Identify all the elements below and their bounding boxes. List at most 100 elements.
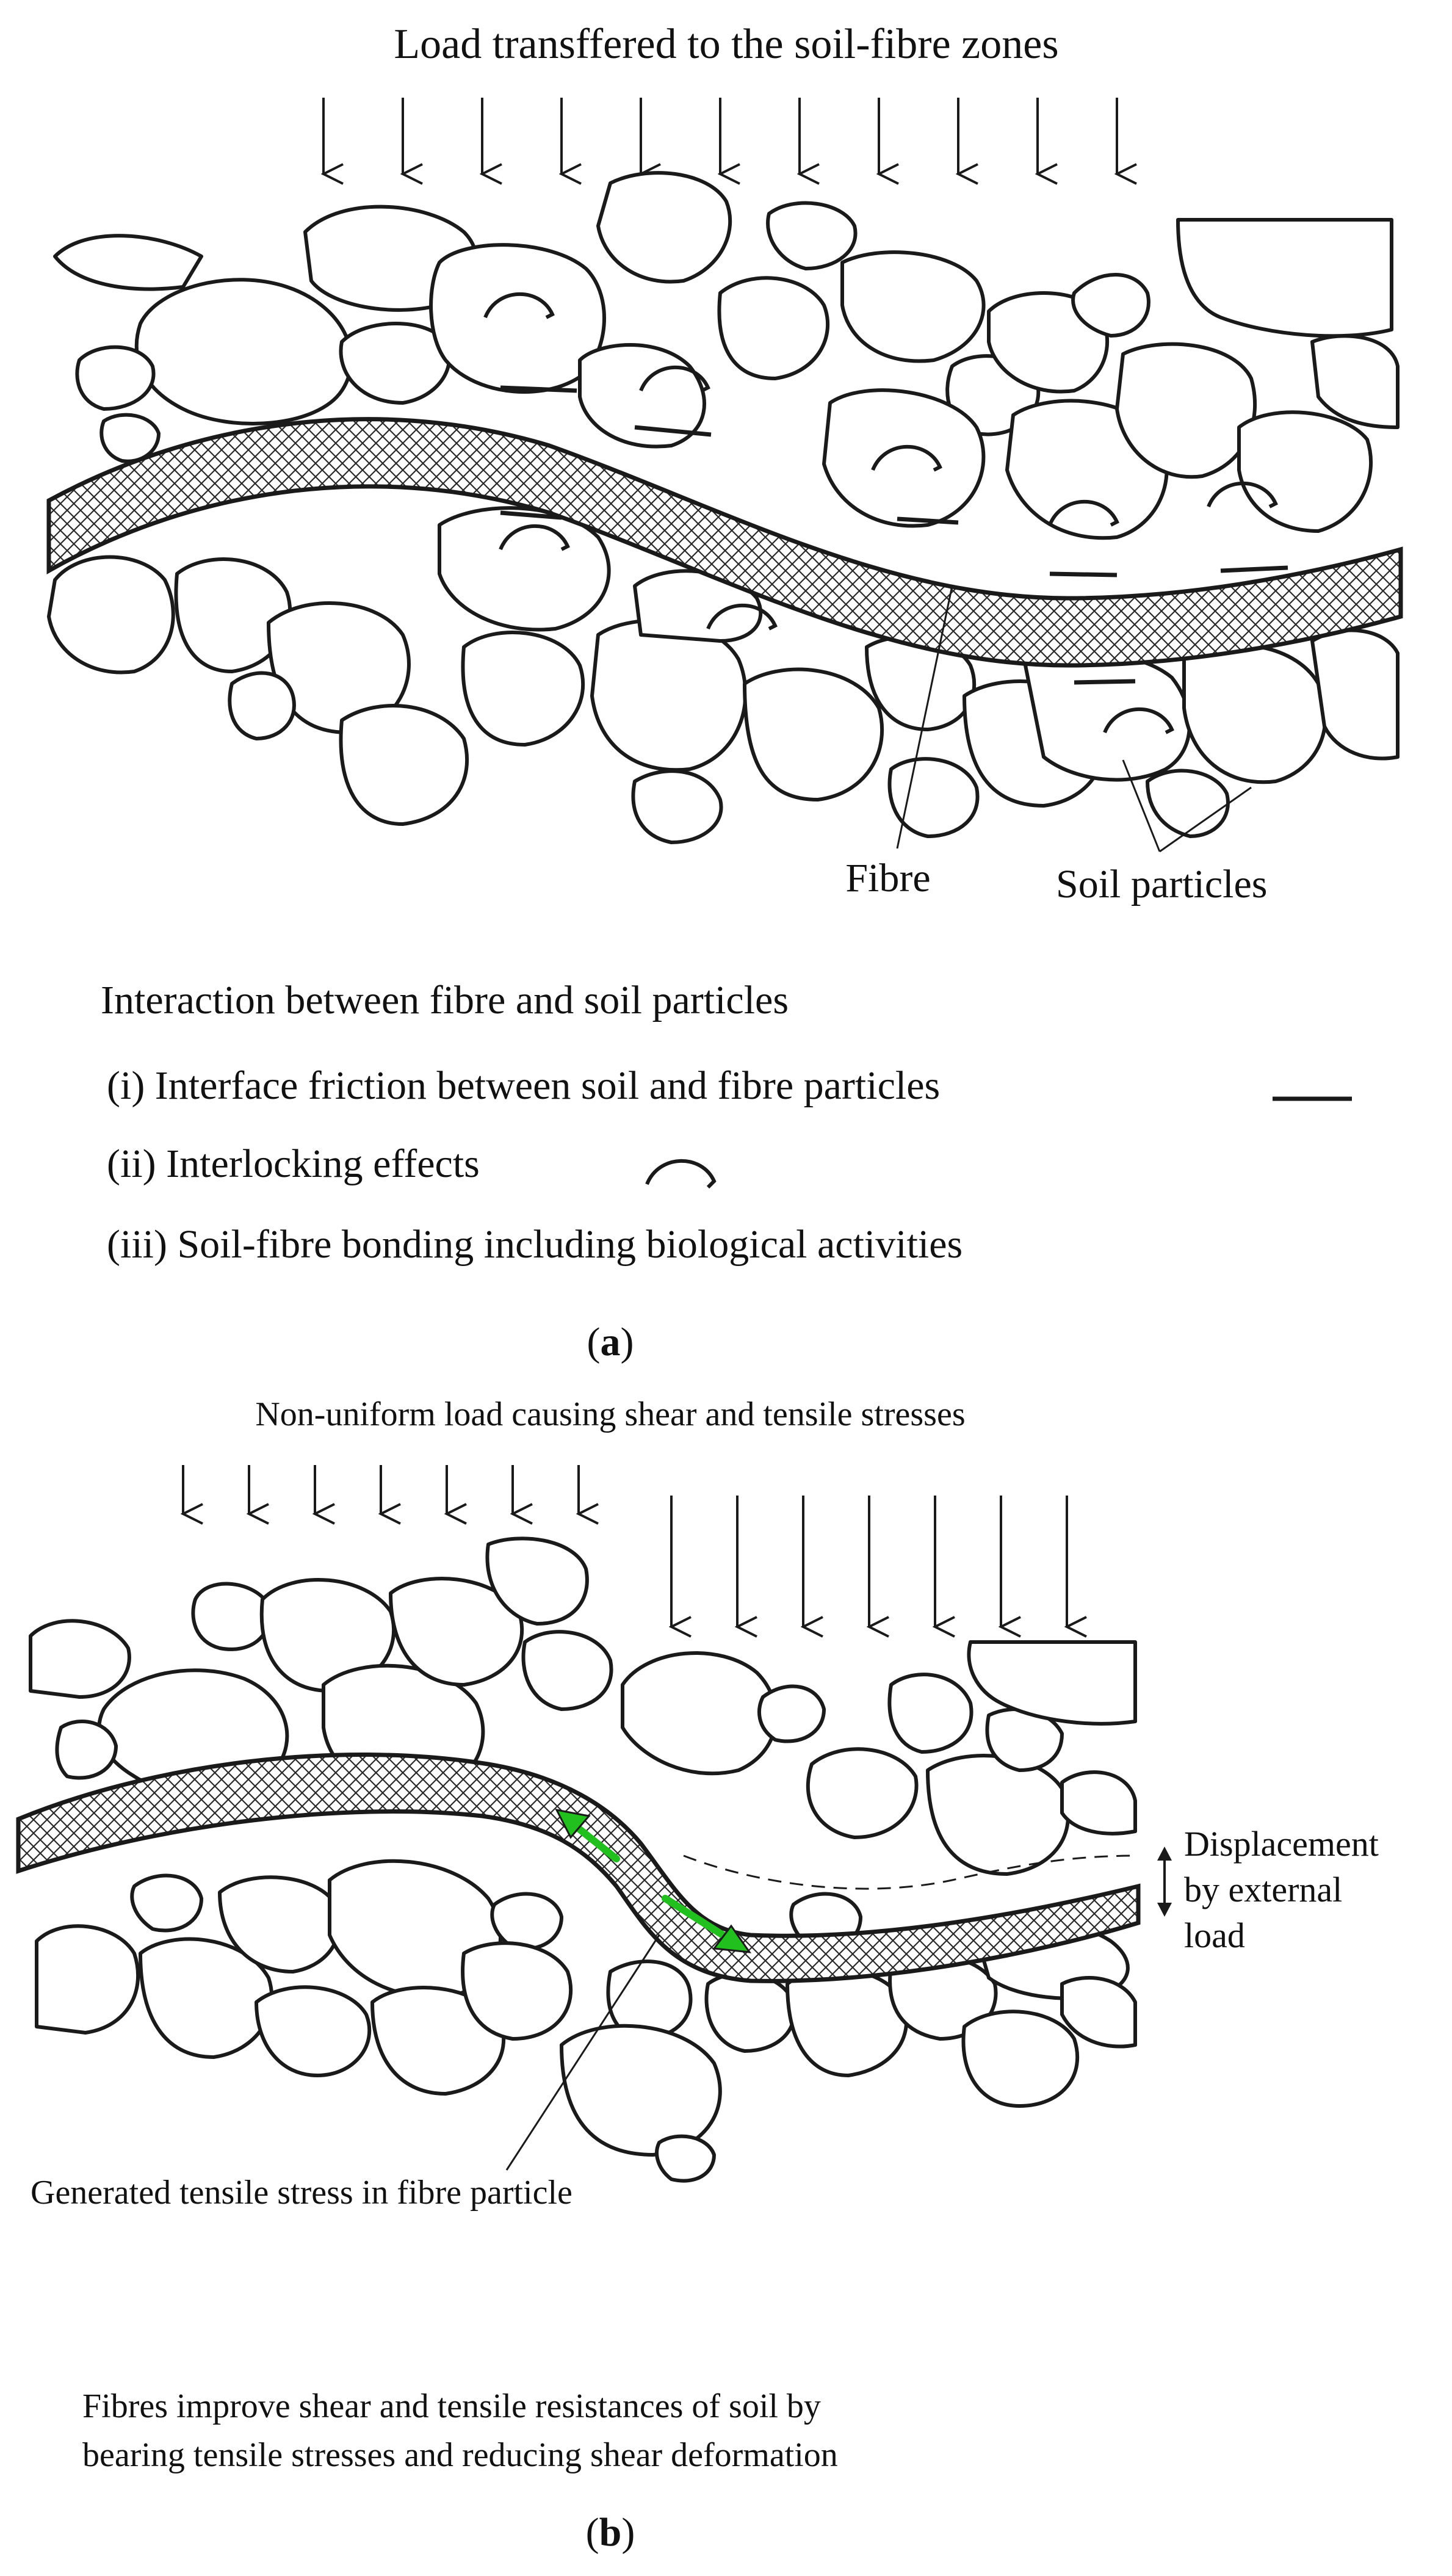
panel-a-interlock-markers bbox=[483, 292, 1278, 734]
interlock-arc-icon bbox=[706, 603, 778, 631]
soil-particle bbox=[1071, 273, 1150, 338]
soil-particle bbox=[191, 1582, 272, 1651]
soil-particles-label: Soil particles bbox=[1056, 862, 1267, 906]
panel-a-friction-markers bbox=[500, 385, 1288, 685]
tensile-leader-line bbox=[505, 1934, 660, 2171]
tensile-arrow-icon bbox=[662, 1895, 736, 1945]
panel-a-load-caption: Load transffered to the soil-fibre zones bbox=[394, 21, 1058, 68]
panel-b-load-arrows-large bbox=[671, 1496, 1067, 1627]
panel-label-open: ( bbox=[587, 1320, 601, 1364]
panel-b-load-caption: Non-uniform load causing shear and tensi… bbox=[255, 1395, 965, 1433]
friction-line-icon bbox=[1049, 571, 1118, 577]
panel-label-close: ) bbox=[621, 1320, 634, 1364]
fibre-leader-line bbox=[896, 585, 953, 849]
soil-particle bbox=[53, 234, 203, 291]
soil-particle bbox=[99, 413, 161, 463]
soil-particle bbox=[806, 1747, 919, 1839]
soil-particle bbox=[631, 769, 723, 844]
conclusion-text: Fibres improve shear and tensile resista… bbox=[82, 2387, 838, 2474]
soil-particle bbox=[590, 618, 748, 772]
soil-particle bbox=[339, 322, 452, 405]
soil-particle bbox=[596, 171, 732, 284]
friction-line-icon bbox=[1074, 679, 1136, 685]
conclusion-line: Fibres improve shear and tensile resista… bbox=[82, 2387, 821, 2425]
soil-leader-line bbox=[1122, 759, 1161, 852]
soil-particle bbox=[633, 569, 763, 643]
tensile-arrowhead-icon bbox=[555, 1808, 591, 1839]
double-arrow-icon bbox=[1157, 1847, 1172, 1861]
panel-label-letter: a bbox=[601, 1320, 621, 1364]
soil-particle bbox=[757, 1684, 826, 1743]
displacement-label-line: by external bbox=[1184, 1870, 1342, 1909]
soil-particle bbox=[55, 1720, 118, 1780]
panel-b: Non-uniform load causing shear and tensi… bbox=[16, 1395, 1379, 2555]
soil-particle bbox=[743, 667, 884, 801]
interlock-arc-icon bbox=[483, 292, 555, 319]
soil-particle bbox=[35, 1924, 140, 2035]
tensile-stress-label: Generated tensile stress in fibre partic… bbox=[31, 2174, 572, 2212]
soil-particle bbox=[339, 704, 469, 826]
soil-particle bbox=[1310, 334, 1400, 429]
interaction-heading: Interaction between fibre and soil parti… bbox=[101, 978, 789, 1022]
conclusion-line: bearing tensile stresses and reducing sh… bbox=[82, 2436, 838, 2474]
soil-particle bbox=[461, 631, 585, 747]
soil-particle bbox=[1237, 410, 1373, 533]
soil-particle bbox=[1182, 643, 1327, 784]
soil-particle bbox=[1310, 628, 1400, 761]
soil-particle bbox=[1176, 218, 1393, 338]
panel-b-soil-particles bbox=[29, 1536, 1137, 2183]
soil-particle bbox=[485, 1536, 589, 1626]
mechanism-interlocking: (ii) Interlocking effects bbox=[107, 1141, 480, 1186]
displacement-label-line: load bbox=[1184, 1916, 1245, 1955]
mechanism-friction: (i) Interface friction between soil and … bbox=[107, 1063, 940, 1108]
panel-label-open: ( bbox=[586, 2510, 599, 2555]
displacement-guide-line bbox=[683, 1854, 1136, 1890]
displacement-indicator bbox=[1157, 1847, 1172, 1917]
soil-particle bbox=[521, 1630, 613, 1711]
interlock-arc-icon bbox=[1103, 707, 1174, 734]
soil-particle bbox=[1060, 1770, 1137, 1836]
soil-particle bbox=[370, 1986, 506, 2096]
fibre-label: Fibre bbox=[845, 856, 930, 900]
panel-label-letter: b bbox=[599, 2510, 622, 2555]
interlock-arc-icon bbox=[1048, 499, 1119, 527]
interlock-arc-icon bbox=[499, 524, 570, 551]
panel-b-fibre bbox=[16, 1753, 1141, 1983]
friction-line-icon bbox=[634, 425, 712, 437]
mechanism-bonding: (iii) Soil-fibre bonding including biolo… bbox=[107, 1222, 963, 1267]
soil-particle bbox=[1146, 769, 1230, 838]
panel-b-load-arrows-small bbox=[183, 1465, 579, 1514]
soil-particle bbox=[1024, 651, 1191, 782]
interlock-arc-icon bbox=[645, 1159, 717, 1189]
soil-particle bbox=[822, 388, 986, 528]
soil-particle bbox=[961, 2010, 1080, 2108]
soil-particle bbox=[717, 276, 830, 380]
soil-particle bbox=[967, 1640, 1137, 1726]
double-arrow-icon bbox=[1157, 1903, 1172, 1917]
friction-line-icon bbox=[500, 385, 577, 393]
tensile-stress-arrows bbox=[555, 1808, 752, 1953]
interlock-arc-icon bbox=[871, 444, 942, 472]
soil-particle bbox=[621, 1651, 778, 1776]
soil-particle bbox=[578, 343, 706, 449]
panel-a-label: (a) bbox=[587, 1320, 634, 1364]
soil-particle bbox=[490, 1892, 563, 1951]
soil-particle bbox=[47, 555, 175, 675]
displacement-label-line: Displacement bbox=[1184, 1824, 1379, 1864]
soil-particle bbox=[130, 1873, 203, 1933]
soil-particle bbox=[228, 671, 296, 740]
soil-particle bbox=[1060, 1976, 1137, 2049]
soil-leader-line bbox=[1159, 786, 1252, 853]
soil-particle bbox=[259, 1578, 396, 1693]
panel-a-load-arrows bbox=[323, 98, 1117, 174]
interlock-arc-icon bbox=[639, 365, 710, 393]
panel-a-soil-particles bbox=[47, 171, 1400, 844]
soil-particle bbox=[887, 1673, 973, 1754]
panel-b-label: (b) bbox=[586, 2510, 635, 2555]
soil-particle bbox=[461, 1941, 573, 2041]
soil-particle bbox=[75, 345, 156, 411]
interlock-arc-icon bbox=[1207, 481, 1278, 508]
soil-particle bbox=[766, 201, 858, 270]
soil-particle bbox=[438, 506, 611, 632]
